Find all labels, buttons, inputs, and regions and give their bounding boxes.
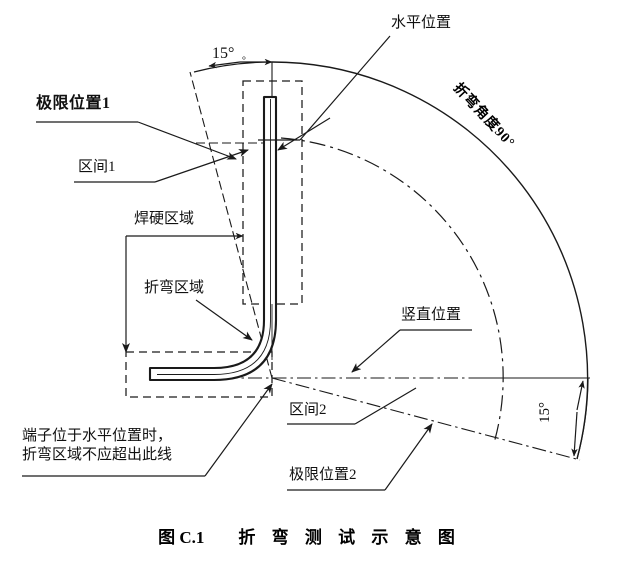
label-horizontal-position: 水平位置 — [391, 15, 452, 31]
label-note-line-2: 折弯区域不应超出此线 — [22, 446, 173, 463]
figure-caption-title: 折 弯 测 试 示 意 图 — [238, 528, 461, 547]
figure-caption-number: 图 C.1 — [158, 528, 205, 547]
label-note-line-1: 端子位于水平位置时， — [22, 428, 173, 444]
note-leader — [204, 383, 273, 477]
angle-arc-right — [576, 377, 589, 460]
label-angle-top: 15° — [212, 45, 235, 62]
zone-2-leader — [354, 387, 417, 425]
zone-1-leader — [154, 149, 249, 183]
label-note: 端子位于水平位置时， 折弯区域不应超出此线 — [22, 427, 172, 465]
figure-caption: 图 C.1 折 弯 测 试 示 意 图 — [0, 523, 619, 548]
horizontal-terminal-envelope — [125, 351, 273, 398]
limit-position-1-line — [189, 71, 273, 379]
label-angle-top-degree-mark: 。 — [242, 51, 252, 62]
label-limit-position-1: 极限位置1 — [36, 95, 111, 112]
label-braze-area: 焊硬区域 — [134, 211, 195, 227]
label-zone-2: 区间2 — [289, 402, 327, 418]
label-vertical-position: 竖直位置 — [401, 307, 462, 323]
vertical-bar-pointer — [277, 117, 331, 151]
label-bend-area: 折弯区域 — [144, 280, 205, 296]
vertical-terminal-envelope — [242, 80, 303, 305]
label-limit-position-2: 极限位置2 — [289, 467, 357, 483]
terminal-body — [148, 95, 278, 382]
angle-right-arrow-up — [576, 380, 585, 411]
horizontal-position-leader — [299, 35, 391, 141]
limit-position-1-leader — [137, 121, 237, 160]
limit-position-2-leader — [384, 423, 433, 491]
terminal-inner-line — [157, 99, 271, 375]
angle-right-arrow-down — [571, 411, 578, 457]
label-angle-right: 15° — [537, 402, 553, 423]
bend-angle-outer-arc — [271, 61, 589, 460]
limit-position-2-line — [271, 377, 581, 461]
vertical-position-leader — [351, 329, 401, 373]
label-zone-1: 区间1 — [78, 159, 116, 175]
bend-area-leader-diagonal — [195, 299, 253, 341]
limit-band-arc — [280, 137, 504, 444]
angle-top-arrow-left — [208, 61, 241, 69]
